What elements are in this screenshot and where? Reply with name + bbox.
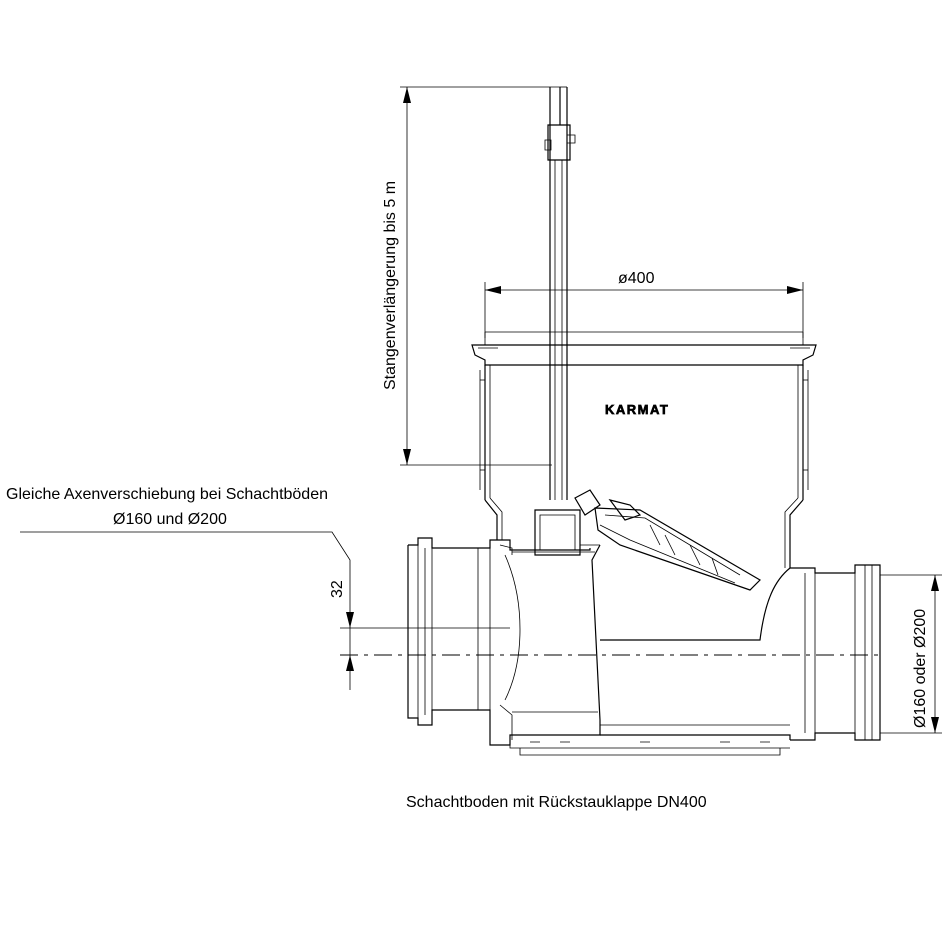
offset-arrow-bottom bbox=[346, 655, 354, 671]
main-pipe bbox=[407, 537, 881, 756]
caption: Schachtboden mit Rückstauklappe DN400 bbox=[406, 794, 707, 811]
rod-extension-label: Stangenverlängerung bis 5 m bbox=[382, 181, 399, 390]
rod-extension-dimension: Stangenverlängerung bis 5 m bbox=[382, 86, 560, 466]
diameter-400-dimension: ø400 bbox=[484, 270, 804, 338]
axis-offset-title-line2: Ø160 und Ø200 bbox=[113, 511, 227, 528]
offset-arrow-top bbox=[346, 612, 354, 628]
arrow-right bbox=[787, 286, 803, 294]
arrow-top bbox=[931, 575, 939, 591]
offset-value-label: 32 bbox=[329, 580, 346, 598]
pipe-diameter-label: Ø160 oder Ø200 bbox=[912, 609, 929, 728]
axis-offset-title-line1: Gleiche Axenverschiebung bei Schachtböde… bbox=[6, 486, 328, 503]
leader-line bbox=[20, 531, 351, 690]
diameter-400-label: ø400 bbox=[618, 270, 655, 287]
arrow-bottom bbox=[931, 717, 939, 733]
arrow-down bbox=[403, 449, 411, 465]
arrow-left bbox=[485, 286, 501, 294]
pipe-diameter-dimension: Ø160 oder Ø200 bbox=[880, 574, 942, 734]
brand-label: KARMAT bbox=[605, 402, 669, 417]
shaft-body bbox=[471, 331, 817, 568]
backflow-flap bbox=[534, 489, 761, 721]
rod bbox=[544, 86, 576, 500]
arrow-up bbox=[403, 87, 411, 103]
axis-offset-dimension: 32 Gleiche Axenverschiebung bei Schachtb… bbox=[6, 486, 354, 690]
